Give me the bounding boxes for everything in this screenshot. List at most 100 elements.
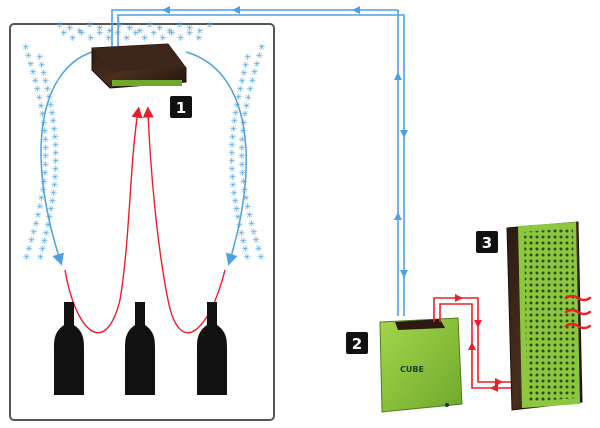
- snowflake-icon: ✳: [42, 144, 50, 154]
- snowflake-icon: ✳: [60, 29, 68, 39]
- snowflake-icon: ✳: [106, 27, 114, 37]
- wine-bottle-icon: [197, 302, 227, 395]
- snowflake-icon: ✳: [50, 189, 58, 199]
- snowflake-icon: ✳: [41, 169, 49, 179]
- snowflake-icon: ✳: [238, 152, 246, 162]
- snowflake-icon: ✳: [40, 69, 48, 79]
- snowflake-icon: ✳: [234, 213, 242, 223]
- snowflake-icon: ✳: [41, 127, 49, 137]
- snowflake-icon: ✳: [252, 236, 260, 246]
- snowflake-icon: ✳: [256, 51, 264, 61]
- snowflake-icon: ✳: [51, 133, 59, 143]
- snowflake-icon: ✳: [177, 34, 185, 44]
- snowflake-icon: ✳: [166, 27, 174, 37]
- snowflake-icon: ✳: [245, 93, 253, 103]
- snowflake-icon: ✳: [243, 102, 251, 112]
- snowflake-icon: ✳: [66, 24, 74, 34]
- snowflake-icon: ✳: [230, 125, 238, 135]
- snowflake-icon: ✳: [30, 228, 38, 238]
- svg-text:CUBE: CUBE: [400, 365, 424, 374]
- snowflake-icon: ✳: [34, 85, 42, 95]
- snowflake-icon: ✳: [96, 24, 104, 34]
- snowflake-icon: ✳: [240, 177, 248, 187]
- snowflake-icon: ✳: [238, 144, 246, 154]
- snowflake-icon: ✳: [196, 27, 204, 37]
- wine-bottle-icon: [54, 302, 84, 395]
- cold-flow-right: [185, 51, 247, 266]
- snowflake-icon: ✳: [228, 165, 236, 175]
- snowflake-icon: ✳: [105, 34, 113, 44]
- snowflake-icon: ✳: [239, 237, 247, 247]
- snowflake-icon: ✳: [230, 189, 238, 199]
- snowflake-icon: ✳: [233, 205, 241, 215]
- snowflake-icon: ✳: [241, 110, 249, 120]
- svg-text:2: 2: [352, 335, 362, 353]
- snowflake-icon: ✳: [253, 60, 261, 70]
- cold-air-particles: ✳✳✳✳✳✳✳✳✳✳✳✳✳✳✳✳✳✳✳✳✳✳✳✳✳✳✳✳✳✳✳✳✳✳✳✳✳✳✳✳…: [22, 21, 266, 263]
- snowflake-icon: ✳: [195, 34, 203, 44]
- snowflake-icon: ✳: [38, 194, 46, 204]
- snowflake-icon: ✳: [249, 77, 257, 87]
- snowflake-icon: ✳: [132, 29, 140, 39]
- snowflake-icon: ✳: [241, 245, 249, 255]
- snowflake-icon: ✳: [206, 21, 214, 31]
- snowflake-icon: ✳: [27, 60, 35, 70]
- snowflake-icon: ✳: [250, 228, 258, 238]
- snowflake-icon: ✳: [39, 110, 47, 120]
- refrigerant-lines: [111, 6, 408, 316]
- snowflake-icon: ✳: [176, 21, 184, 31]
- snowflake-icon: ✳: [38, 61, 46, 71]
- snowflake-icon: ✳: [235, 93, 243, 103]
- snowflake-icon: ✳: [36, 53, 44, 63]
- snowflake-icon: ✳: [28, 236, 36, 246]
- snowflake-icon: ✳: [25, 245, 33, 255]
- snowflake-icon: ✳: [246, 85, 254, 95]
- snowflake-icon: ✳: [41, 237, 49, 247]
- snowflake-icon: ✳: [159, 34, 167, 44]
- snowflake-icon: ✳: [240, 69, 248, 79]
- snowflake-icon: ✳: [231, 197, 239, 207]
- snowflake-icon: ✳: [236, 85, 244, 95]
- snowflake-icon: ✳: [86, 21, 94, 31]
- snowflake-icon: ✳: [114, 29, 122, 39]
- snowflake-icon: ✳: [52, 149, 60, 159]
- snowflake-icon: ✳: [229, 133, 237, 143]
- snowflake-icon: ✳: [233, 101, 241, 111]
- snowflake-icon: ✳: [42, 161, 50, 171]
- snowflake-icon: ✳: [22, 43, 30, 53]
- snowflake-icon: ✳: [238, 229, 246, 239]
- snowflake-icon: ✳: [29, 68, 37, 78]
- snowflake-icon: ✳: [239, 169, 247, 179]
- wine-bottles: [54, 302, 227, 395]
- snowflake-icon: ✳: [246, 211, 254, 221]
- snowflake-icon: ✳: [42, 77, 50, 87]
- snowflake-icon: ✳: [123, 34, 131, 44]
- cold-flow-left: [40, 51, 93, 266]
- snowflake-icon: ✳: [49, 117, 57, 127]
- snowflake-icon: ✳: [44, 85, 52, 95]
- snowflake-icon: ✳: [186, 29, 194, 39]
- snowflake-icon: ✳: [244, 53, 252, 63]
- snowflake-icon: ✳: [244, 203, 252, 213]
- snowflake-icon: ✳: [47, 205, 55, 215]
- snowflake-icon: ✳: [49, 197, 57, 207]
- snowflake-icon: ✳: [229, 181, 237, 191]
- snowflake-icon: ✳: [168, 29, 176, 39]
- snowflake-icon: ✳: [257, 253, 265, 263]
- snowflake-icon: ✳: [40, 177, 48, 187]
- snowflake-icon: ✳: [51, 173, 59, 183]
- snowflake-icon: ✳: [36, 203, 44, 213]
- svg-text:3: 3: [482, 234, 492, 252]
- snowflake-icon: ✳: [228, 141, 236, 151]
- evaporator-unit: [91, 43, 187, 89]
- snowflake-icon: ✳: [243, 253, 251, 263]
- snowflake-icon: ✳: [69, 34, 77, 44]
- snowflake-icon: ✳: [156, 24, 164, 34]
- snowflake-icon: ✳: [229, 173, 237, 183]
- snowflake-icon: ✳: [228, 149, 236, 159]
- svg-text:1: 1: [176, 99, 186, 117]
- snowflake-icon: ✳: [186, 24, 194, 34]
- snowflake-icon: ✳: [42, 229, 50, 239]
- snowflake-icon: ✳: [46, 213, 54, 223]
